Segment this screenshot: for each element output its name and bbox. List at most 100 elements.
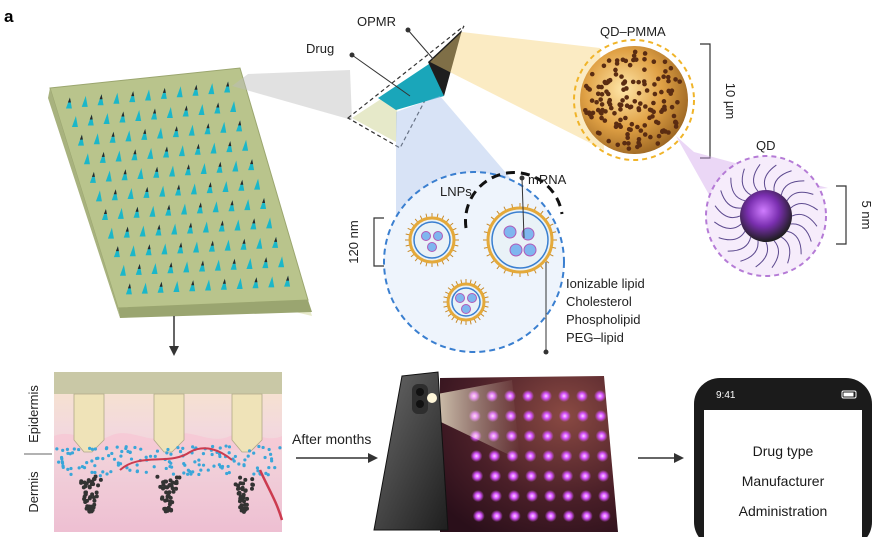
glow-dot xyxy=(507,470,520,482)
needle xyxy=(151,263,158,275)
needle xyxy=(115,150,122,162)
needle xyxy=(212,201,219,213)
drug-dot xyxy=(57,460,61,464)
epidermis-label: Epidermis xyxy=(26,385,41,443)
glow-dot xyxy=(526,490,538,502)
needle-tip xyxy=(210,240,214,246)
drug-dot xyxy=(217,463,221,467)
glow-dot xyxy=(508,490,520,502)
lnp-shell xyxy=(446,282,486,322)
needle-tip xyxy=(153,108,156,114)
qd-pmma-label: QD–PMMA xyxy=(600,24,666,39)
size-bracket-5nm xyxy=(836,185,847,245)
qd-dot xyxy=(599,102,605,107)
needle-tip xyxy=(133,149,137,155)
qd-dot xyxy=(589,98,595,103)
needle xyxy=(141,282,148,294)
drug-dot xyxy=(61,448,65,452)
phone-line-administration: Administration xyxy=(739,503,828,519)
drug-dot xyxy=(133,445,137,450)
needle xyxy=(95,190,102,202)
glow-dot xyxy=(598,510,611,522)
qd-dot xyxy=(625,132,630,137)
qd-dot xyxy=(606,58,612,63)
drug-dot xyxy=(246,454,250,458)
needle xyxy=(256,237,263,249)
cluster-particle xyxy=(171,489,176,494)
size-10um-label: 10 µm xyxy=(723,83,738,119)
cluster-particle xyxy=(241,509,246,514)
qd-dot xyxy=(607,77,613,83)
drug-dot xyxy=(88,446,92,450)
drug-dot xyxy=(128,468,132,472)
qd-dot xyxy=(623,115,628,121)
drug-dot xyxy=(144,470,148,474)
glow-dot xyxy=(562,490,574,502)
needle-tip xyxy=(262,198,266,204)
drug-dot xyxy=(118,462,123,466)
qd-dot xyxy=(643,104,648,109)
drug-dot xyxy=(186,472,190,476)
qd-dot xyxy=(665,74,671,80)
cluster-particle xyxy=(166,493,171,498)
drug-dot xyxy=(263,455,267,460)
qd-dot xyxy=(677,79,682,84)
cluster-particle xyxy=(245,496,250,501)
cluster-particle xyxy=(82,494,87,499)
lnp-cluster xyxy=(383,171,565,353)
qd-dot xyxy=(626,146,632,151)
cluster-particle xyxy=(251,482,256,487)
needle-tip xyxy=(230,200,234,206)
qd-dot xyxy=(642,56,647,62)
to-phone-arrow xyxy=(638,453,684,463)
qd-dot xyxy=(618,117,623,123)
drug-dot xyxy=(77,447,81,452)
needle xyxy=(123,226,130,238)
glow-dot xyxy=(579,470,592,482)
drug-dot xyxy=(66,467,70,471)
needle-tip xyxy=(240,179,244,185)
qd-dot xyxy=(599,115,604,121)
qd-dot xyxy=(636,90,642,96)
drug-dot xyxy=(212,464,216,468)
needle-tip xyxy=(179,242,183,248)
glow-dot xyxy=(562,510,575,522)
ligand xyxy=(773,170,792,192)
needle xyxy=(210,142,217,154)
needle-tip xyxy=(250,159,254,165)
cluster-particle xyxy=(164,490,169,495)
drug-dot xyxy=(261,445,265,450)
mrna-core xyxy=(433,231,443,241)
needle-tip xyxy=(131,91,135,97)
drug-dot xyxy=(270,459,274,463)
qd-dot xyxy=(652,91,658,97)
glow-dot xyxy=(526,510,539,522)
needle xyxy=(125,130,132,142)
cluster-particle xyxy=(238,475,243,480)
needle xyxy=(135,110,142,122)
qd-dot xyxy=(651,109,656,115)
glow-dot xyxy=(580,510,593,522)
needle xyxy=(214,259,221,271)
cluster-particle xyxy=(240,485,245,490)
cluster-particle xyxy=(98,477,103,482)
ligand xyxy=(730,177,746,202)
qd-dots xyxy=(583,49,682,151)
needle xyxy=(149,205,156,217)
glow-dot xyxy=(541,430,554,442)
needle-tip xyxy=(254,277,258,283)
drug-dot xyxy=(225,471,229,476)
drug-dot xyxy=(109,470,113,474)
qd-dot xyxy=(636,106,642,111)
needle-tip xyxy=(115,246,119,252)
phone-status-time: 9:41 xyxy=(716,390,736,401)
glow-dot xyxy=(522,410,535,422)
needle xyxy=(200,162,207,174)
opmr-pointer xyxy=(407,29,435,61)
drug-dot xyxy=(95,456,99,461)
needle xyxy=(190,183,197,195)
cluster-particle xyxy=(86,478,91,483)
drug-dot xyxy=(231,457,235,461)
qd-dot xyxy=(613,72,619,77)
